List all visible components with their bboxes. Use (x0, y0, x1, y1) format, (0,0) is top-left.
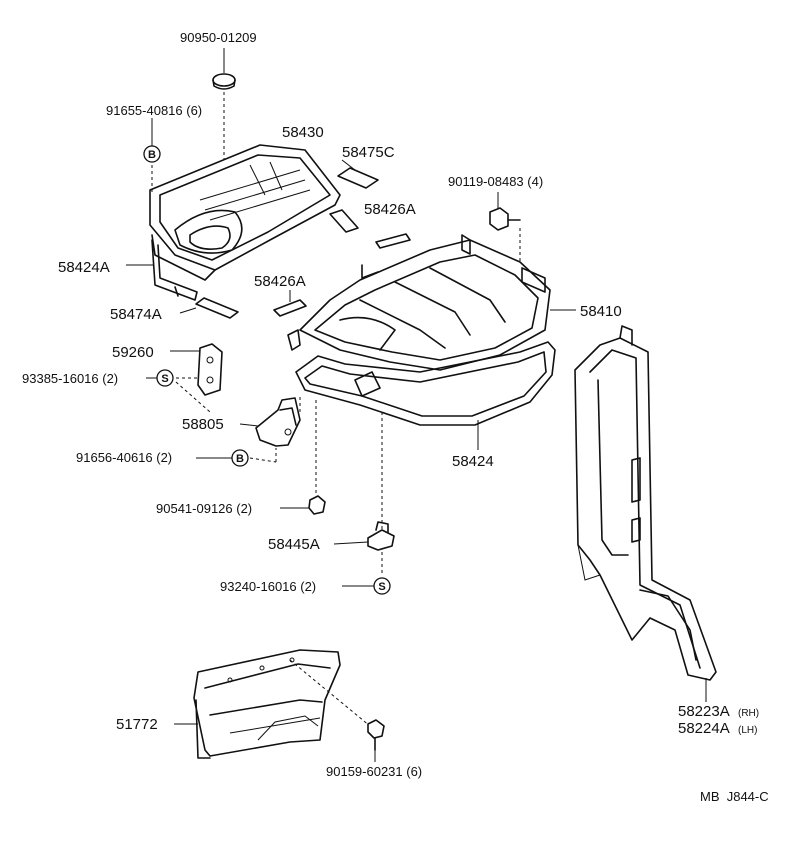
tray-58410 (287, 234, 551, 371)
leader-58475c (341, 159, 356, 171)
label-58426a-upper: 58426A (364, 201, 416, 218)
pad-58426a-upper (375, 233, 411, 249)
symbol-s-93240: S (373, 577, 391, 595)
clip-58445a (367, 521, 395, 551)
label-58424: 58424 (452, 453, 494, 470)
symbol-s-text-1: S (161, 373, 168, 385)
symbol-b-text-2: B (236, 453, 244, 465)
label-58223a: 58223A (678, 703, 730, 720)
pad-58474a (195, 297, 239, 319)
symbol-b-91656: B (231, 449, 249, 467)
pad-58426a-lower (273, 299, 307, 317)
label-58224a-side: (LH) (738, 725, 757, 736)
label-93385-16016: 93385-16016 (2) (22, 371, 118, 386)
label-58223a-side: (RH) (738, 708, 759, 719)
frame-58424 (295, 341, 556, 426)
strip-between-trays (329, 209, 359, 233)
bolt-90119-08483 (489, 207, 521, 231)
label-58426a-lower: 58426A (254, 273, 306, 290)
label-51772: 51772 (116, 716, 158, 733)
label-58445a: 58445A (268, 536, 320, 553)
symbol-b-91655: B (143, 145, 161, 163)
bolt-90541-09126 (308, 495, 326, 515)
label-58805: 58805 (182, 416, 224, 433)
label-90950-01209: 90950-01209 (180, 30, 257, 45)
leader-58805 (239, 423, 259, 427)
screw-90159-60231 (367, 719, 385, 751)
label-58474a: 58474A (110, 306, 162, 323)
label-90159-60231: 90159-60231 (6) (326, 764, 422, 779)
pillar-58223a-58224a (574, 325, 717, 681)
tray-58430 (149, 144, 341, 281)
leader-58474a (179, 307, 197, 314)
symbol-s-93385: S (156, 369, 174, 387)
label-58424a: 58424A (58, 259, 110, 276)
bracket-59260 (197, 343, 223, 396)
panel-51772 (193, 649, 341, 759)
dash-90159 (289, 659, 371, 727)
dash-93385-b (175, 381, 211, 413)
bracket-58424a (151, 239, 198, 301)
label-59260: 59260 (112, 344, 154, 361)
label-90119-08483: 90119-08483 (4) (448, 174, 543, 189)
diagram-code: MB J844-C (700, 789, 769, 804)
leader-58445a (333, 541, 369, 545)
dash-91656-a (249, 457, 277, 463)
label-58224a: 58224A (678, 720, 730, 737)
label-91656-40616: 91656-40616 (2) (76, 450, 172, 465)
label-58475c: 58475C (342, 144, 395, 161)
pad-58475c (337, 167, 379, 189)
symbol-b-text-1: B (148, 149, 156, 161)
label-91655-40816: 91655-40816 (6) (106, 103, 202, 118)
label-58410: 58410 (580, 303, 622, 320)
label-90541-09126: 90541-09126 (2) (156, 501, 252, 516)
plug-90950-01209 (212, 73, 236, 90)
label-58430: 58430 (282, 124, 324, 141)
label-93240-16016: 93240-16016 (2) (220, 579, 316, 594)
symbol-s-text-2: S (378, 581, 385, 593)
bracket-58805 (255, 397, 301, 447)
